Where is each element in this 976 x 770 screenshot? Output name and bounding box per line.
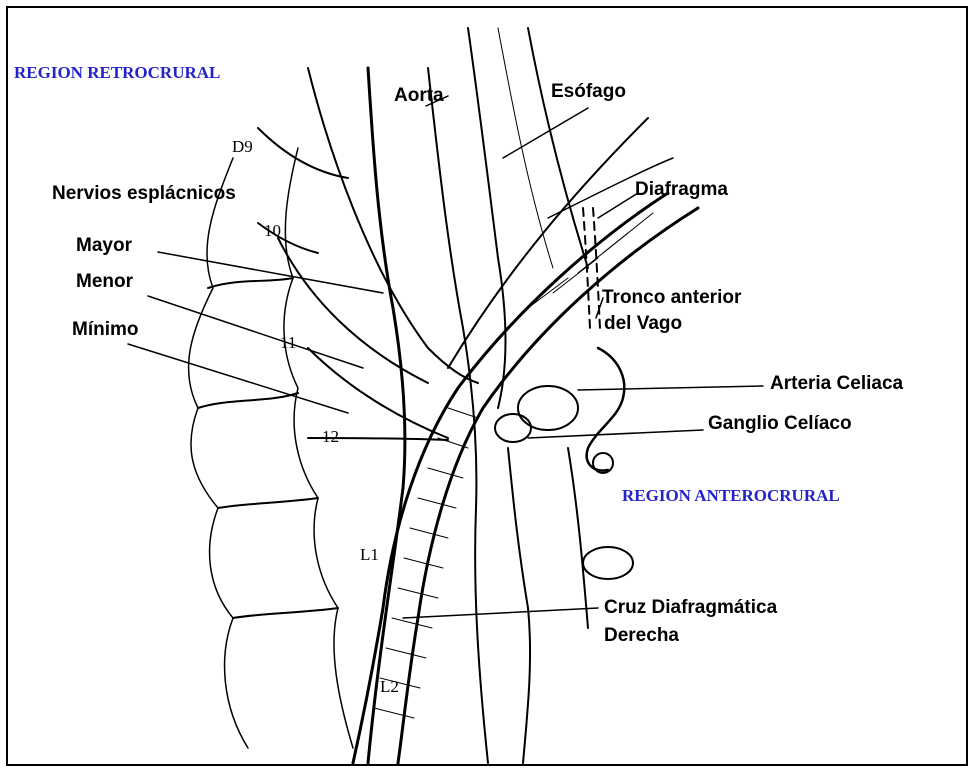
nerve-mayor [308, 68, 478, 383]
leader-cruz [403, 608, 598, 618]
leader-menor [148, 296, 363, 368]
label-nervios-esplacnicos: Nervios esplácnicos [52, 184, 236, 205]
celiac-ganglion [518, 386, 578, 430]
region-anterocrural: REGION ANTEROCRURAL [622, 486, 840, 506]
vertebra-l1: L1 [360, 546, 379, 565]
leader-diafragma [598, 193, 638, 218]
celiac-artery [587, 348, 625, 471]
leader-ganglio [528, 430, 703, 438]
label-mayor: Mayor [76, 236, 132, 257]
label-arteria-celiaca: Arteria Celiaca [770, 374, 903, 395]
label-diafragma: Diafragma [635, 180, 728, 201]
label-derecha: Derecha [604, 626, 679, 647]
vertebra-11: 11 [280, 334, 296, 353]
label-menor: Menor [76, 272, 133, 293]
diagram-frame: REGION RETROCRURAL REGION ANTEROCRURAL A… [6, 6, 968, 766]
label-minimo: Mínimo [72, 320, 139, 341]
leader-mayor [158, 252, 383, 293]
leader-arteria [578, 386, 763, 390]
label-aorta: Aorta [394, 86, 444, 107]
region-retrocrural: REGION RETROCRURAL [14, 63, 220, 83]
label-del-vago: del Vago [604, 314, 682, 335]
vertebral-column [189, 158, 248, 748]
vertebra-d9: D9 [232, 138, 253, 157]
label-tronco-anterior: Tronco anterior [602, 288, 741, 309]
label-ganglio-celiaco: Ganglio Celíaco [708, 414, 852, 435]
nerve-menor [278, 238, 428, 383]
esophagus-right [528, 28, 588, 268]
label-esofago: Esófago [551, 82, 626, 103]
nerve-minimo [308, 348, 448, 438]
vertebra-l2: L2 [380, 678, 399, 697]
vertebra-10: 10 [264, 222, 281, 241]
label-cruz-diafragmatica: Cruz Diafragmática [604, 598, 777, 619]
vertebra-12: 12 [322, 428, 339, 447]
